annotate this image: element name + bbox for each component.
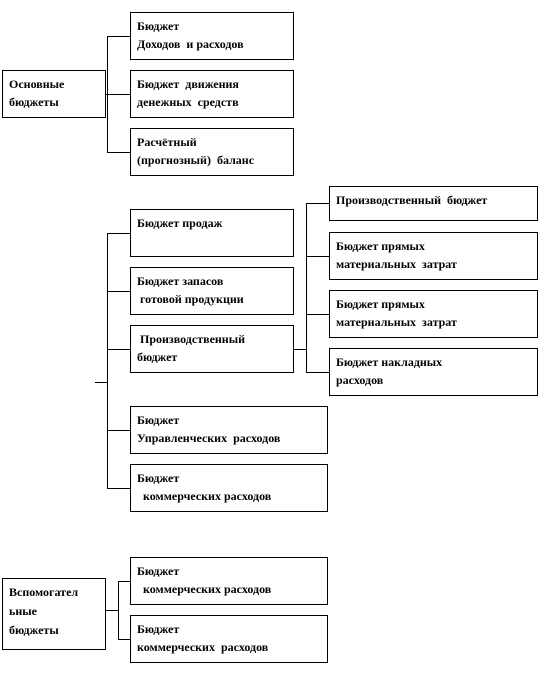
connector: [107, 233, 108, 488]
connector: [107, 94, 130, 95]
finished-goods-inventory-budget-box: Бюджет запасов готовой продукции: [130, 267, 294, 315]
connector: [95, 382, 108, 383]
auxiliary-budgets-box: Вспомогател ьные бюджеты: [2, 578, 106, 650]
direct-materials-budget-box-2: Бюджет прямых материальных затрат: [329, 290, 538, 338]
connector: [294, 349, 307, 350]
production-sub-budget-box: Производственный бюджет: [329, 186, 538, 221]
connector: [107, 36, 130, 37]
connector: [118, 581, 130, 582]
income-expense-budget-box: Бюджет Доходов и расходов: [130, 12, 294, 60]
connector: [106, 610, 119, 611]
connector: [306, 372, 329, 373]
overhead-budget-box: Бюджет накладных расходов: [329, 348, 538, 396]
main-budgets-box: Основные бюджеты: [2, 70, 106, 118]
connector: [107, 430, 130, 431]
forecast-balance-box: Расчётный (прогнозный) баланс: [130, 128, 294, 176]
direct-materials-budget-box: Бюджет прямых материальных затрат: [329, 232, 538, 280]
connector: [306, 203, 329, 204]
connector: [306, 314, 329, 315]
sales-budget-box: Бюджет продаж: [130, 209, 294, 257]
connector: [118, 581, 119, 639]
commercial-expenses-budget-box: Бюджет коммерческих расходов: [130, 464, 328, 512]
cash-flow-budget-box: Бюджет движения денежных средств: [130, 70, 294, 118]
connector: [306, 256, 329, 257]
connector: [107, 291, 130, 292]
connector: [107, 233, 130, 234]
auxiliary-commercial-budget-box: Бюджет коммерческих расходов: [130, 557, 328, 605]
administrative-expenses-budget-box: Бюджет Управленческих расходов: [130, 406, 328, 454]
connector: [107, 152, 130, 153]
connector: [107, 349, 130, 350]
production-budget-box: Производственный бюджет: [130, 325, 294, 373]
connector: [118, 639, 130, 640]
connector: [306, 203, 307, 372]
connector: [107, 488, 130, 489]
auxiliary-commercial-budget-box-2: Бюджет коммерческих расходов: [130, 615, 328, 663]
